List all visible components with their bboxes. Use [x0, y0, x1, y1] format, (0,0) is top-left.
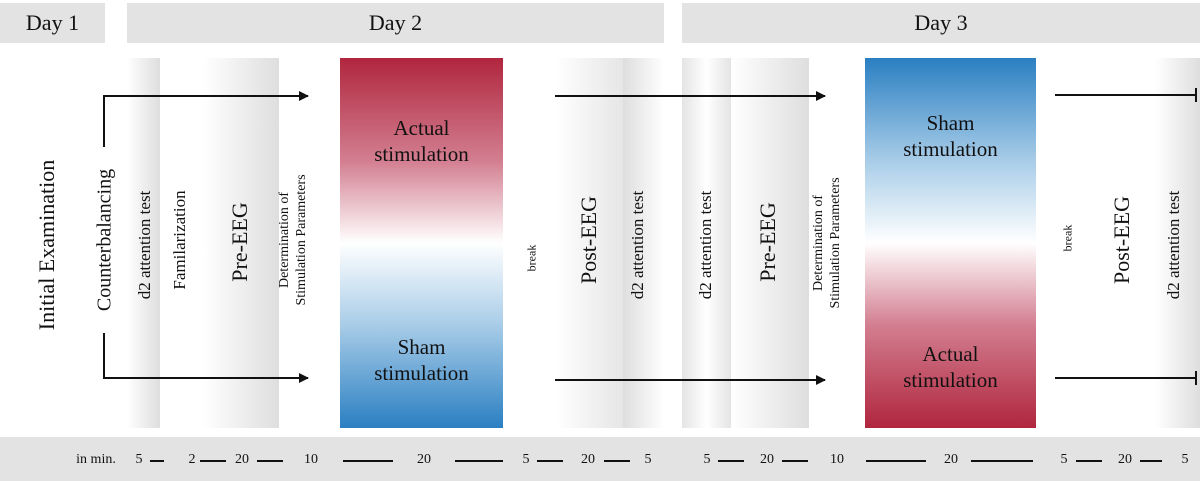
pre-eeg-column-day2	[203, 58, 279, 428]
timeline-value: 20	[760, 452, 774, 467]
timeline-value: 5	[522, 452, 530, 467]
break-label-day2: break	[524, 244, 539, 272]
timeline-dash	[604, 460, 630, 462]
day2-label: Day 2	[368, 10, 423, 35]
stim-top-day2: Actual stimulation	[340, 115, 503, 167]
stimulation-block-day2: Actual stimulation Sham stimulation	[340, 58, 503, 428]
pre-eeg-label-day3: Pre-EEG	[755, 202, 780, 282]
d2-attention-test-post-day2: d2 attention test	[628, 190, 647, 300]
stim-bottom-line2-day3: stimulation	[903, 368, 998, 392]
timeline-unit-label: in min.	[76, 452, 116, 467]
timeline-band	[0, 437, 1200, 481]
timeline-value: 5	[1181, 452, 1189, 467]
stim-top-line2-day2: stimulation	[374, 142, 469, 166]
determination-line1-day2: Determination of	[277, 191, 292, 289]
timeline-dash	[971, 460, 1033, 462]
stim-top-day3: Sham stimulation	[865, 110, 1036, 162]
post-eeg-label-day2: Post-EEG	[576, 196, 601, 284]
stim-bottom-line2-day2: stimulation	[374, 361, 469, 385]
stim-top-line1-day2: Actual	[393, 116, 450, 140]
determination-line2-day3: Stimulation Parameters	[828, 177, 843, 309]
d2-attention-test-pre-day3: d2 attention test	[696, 190, 715, 300]
timeline-dash	[782, 460, 808, 462]
d2-attention-test-post-day3: d2 attention test	[1164, 190, 1183, 300]
timeline-value: 5	[135, 452, 143, 467]
d2-pre-column-day3	[682, 58, 731, 428]
pre-eeg-column-day3	[731, 58, 809, 428]
d2-pre-column-day2	[127, 58, 160, 428]
timeline-dash	[866, 460, 926, 462]
timeline-dash	[343, 460, 393, 462]
timeline-value: 20	[581, 452, 595, 467]
timeline-dash	[718, 460, 744, 462]
d2-post-column-day2	[623, 58, 664, 428]
determination-label-day3: Determination of Stimulation Parameters	[810, 177, 844, 308]
day1-header: Day 1	[0, 3, 105, 43]
stim-top-line1-day3: Sham	[926, 111, 975, 135]
initial-examination-label: Initial Examination	[34, 159, 59, 331]
counterbalancing-label: Counterbalancing	[93, 168, 116, 312]
stim-bottom-line1-day2: Sham	[397, 335, 446, 359]
timeline-dash	[150, 460, 164, 462]
break-label-day3: break	[1060, 224, 1075, 252]
timeline-value: 10	[830, 452, 844, 467]
stim-bottom-day3: Actual stimulation	[865, 341, 1036, 393]
stim-bottom-line1-day3: Actual	[922, 342, 979, 366]
determination-label-day2: Determination of Stimulation Parameters	[276, 174, 310, 305]
timeline-value: 2	[188, 452, 196, 467]
timeline-dash	[537, 460, 563, 462]
day1-label: Day 1	[25, 10, 80, 35]
arrow-top-day2	[103, 91, 309, 147]
day3-header: Day 3	[682, 3, 1200, 43]
post-eeg-label-day3: Post-EEG	[1109, 196, 1134, 284]
d2-post-column-day3	[1155, 58, 1200, 428]
timeline-value: 20	[417, 452, 431, 467]
d2-attention-test-pre-day2: d2 attention test	[135, 190, 154, 300]
pre-eeg-label-day2: Pre-EEG	[227, 202, 252, 282]
post-eeg-column-day2	[555, 58, 623, 428]
timeline-value: 5	[703, 452, 711, 467]
timeline-dash	[1076, 460, 1102, 462]
determination-line1-day3: Determination of	[811, 194, 826, 292]
day3-label: Day 3	[914, 10, 968, 35]
timeline-dash	[257, 460, 283, 462]
familiarization-label: Familarization	[170, 190, 189, 290]
day2-header: Day 2	[127, 3, 664, 43]
stim-bottom-day2: Sham stimulation	[340, 334, 503, 386]
timeline-value: 5	[644, 452, 652, 467]
stimulation-block-day3: Sham stimulation Actual stimulation	[865, 58, 1036, 428]
timeline-value: 20	[235, 452, 249, 467]
arrow-bottom-day2	[103, 333, 309, 383]
stim-top-line2-day3: stimulation	[903, 137, 998, 161]
timeline-value: 20	[1118, 452, 1132, 467]
timeline-dash	[455, 460, 503, 462]
timeline-value: 5	[1060, 452, 1068, 467]
determination-line2-day2: Stimulation Parameters	[294, 174, 309, 306]
timeline-value: 10	[304, 452, 318, 467]
timeline-dash	[1140, 460, 1162, 462]
timeline-dash	[200, 460, 226, 462]
timeline-value: 20	[944, 452, 958, 467]
